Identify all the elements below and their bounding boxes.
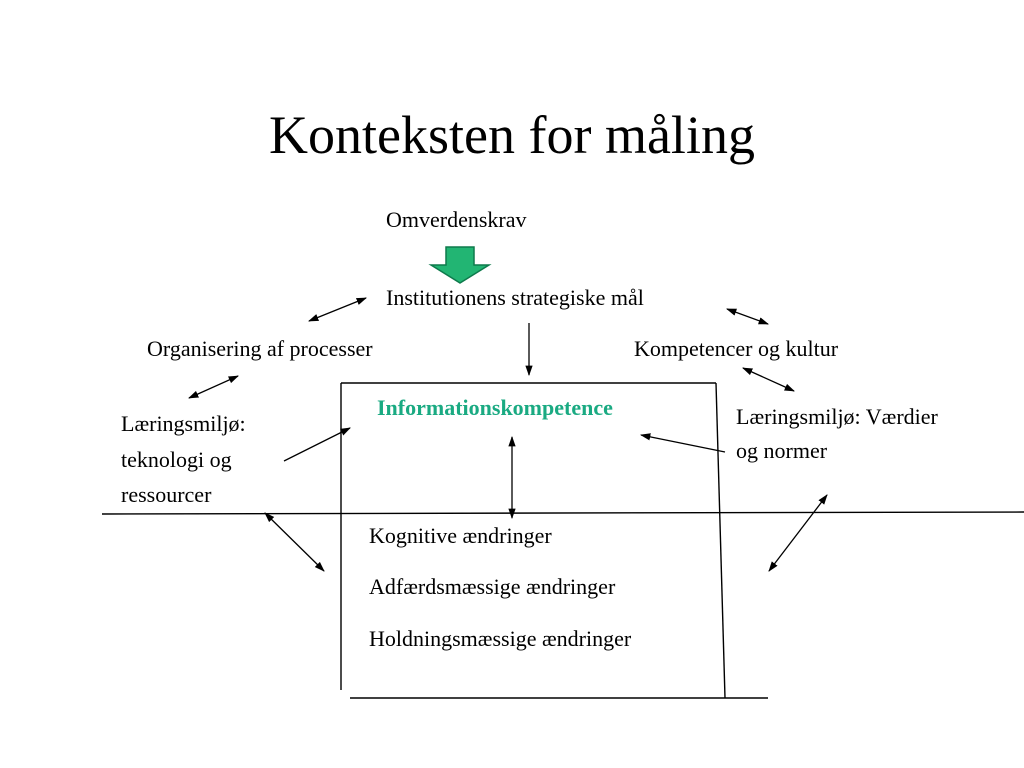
page-title: Konteksten for måling [269,105,755,165]
node-organisering: Organisering af processer [147,336,373,361]
node-laering-teknologi-line-1: Læringsmiljø: [121,411,246,436]
node-strategiske-maal: Institutionens strategiske mål [386,285,644,310]
aendring-kognitive: Kognitive ændringer [369,523,552,548]
node-laering-teknologi-line-3: ressourcer [121,482,212,507]
node-omverdenskrav: Omverdenskrav [386,207,527,232]
arrow-teknologi-aendringer [264,512,325,572]
aendring-holdning: Holdningsmæssige ændringer [369,626,632,651]
arrow-strategi-kompetencer [726,308,769,325]
box-right-line [715,382,726,699]
node-kompetencer: Kompetencer og kultur [634,336,839,361]
arrow-vaerdier-aendringer [768,494,828,572]
node-laering-vaerdier-line-1: Læringsmiljø: Værdier [736,404,938,429]
arrow-kompetencer-laering [742,367,795,392]
node-laering-teknologi-line-2: teknologi og [121,447,232,472]
green-down-arrow-icon [428,246,492,284]
arrow-strategi-organisering [308,297,367,322]
node-informationskompetence: Informationskompetence [377,395,613,420]
node-laering-vaerdier-line-2: og normer [736,438,828,463]
arrow-vaerdier-information [639,433,726,453]
arrow-organisering-laering [188,375,239,399]
horizontal-divider [101,511,1024,515]
arrow-teknologi-information [283,427,351,462]
aendring-adfaerd: Adfærdsmæssige ændringer [369,574,616,599]
